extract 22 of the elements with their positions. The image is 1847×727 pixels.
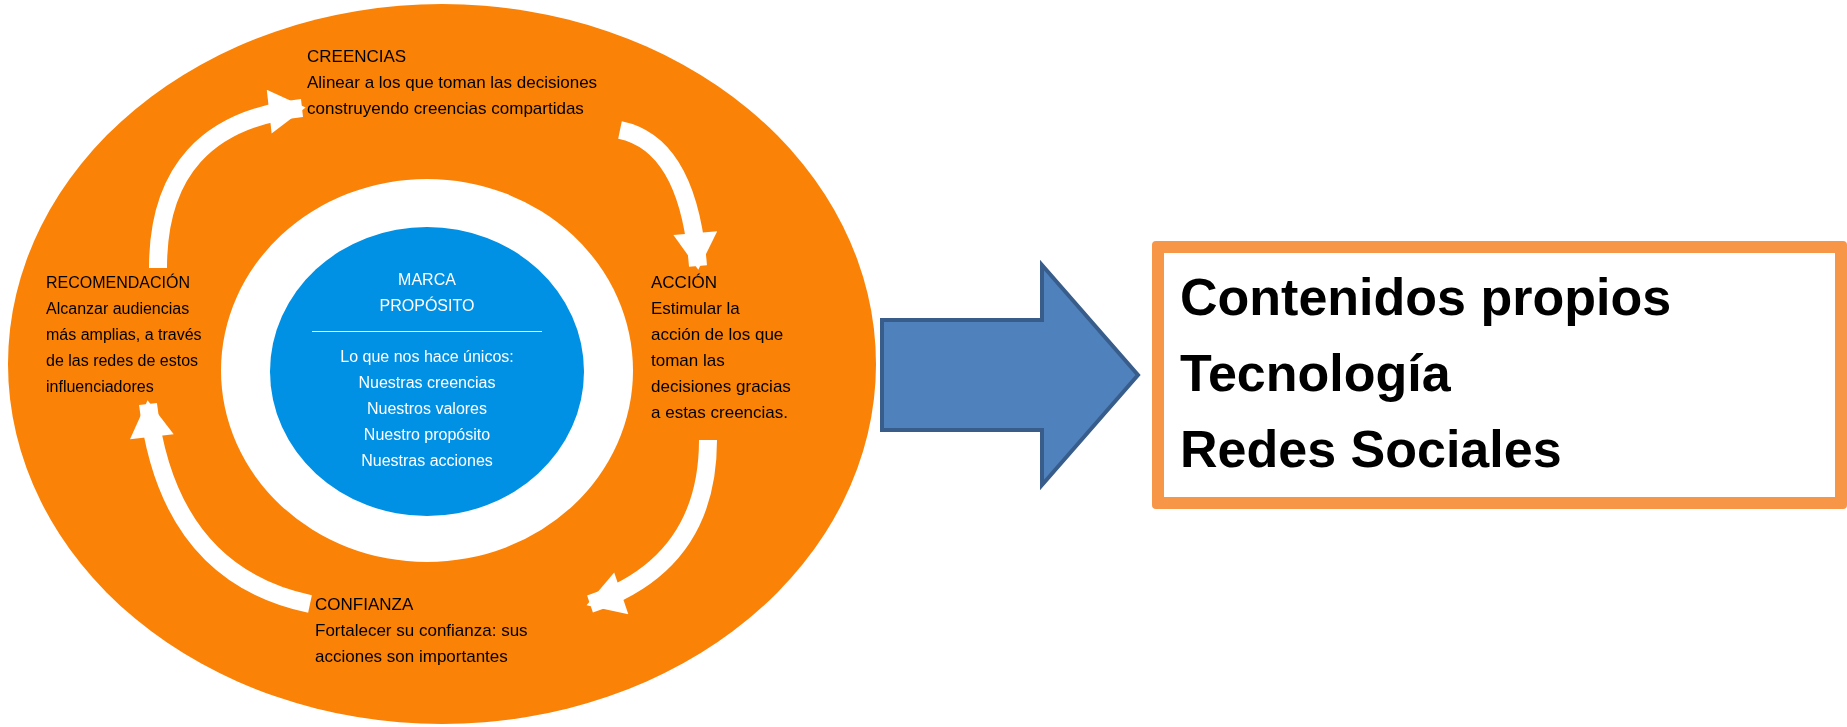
stage-title: RECOMENDACIÓN [46, 272, 191, 293]
result-box [1152, 241, 1847, 509]
circle-text: Nuestros valores [366, 399, 487, 419]
stage-description: Alcanzar audiencias más amplias, a través de las redes de estos influenciadores [46, 299, 203, 397]
stage-title: CONFIANZA [315, 594, 415, 616]
stage-title: ACCIÓN [651, 272, 719, 294]
curved-arrow [149, 91, 306, 269]
circle-text: Nuestras creencias [358, 373, 496, 393]
stage-description: Alinear a los que toman las decisiones construyendo creencias compartidas [307, 72, 599, 120]
circle-text: Nuestras acciones [361, 451, 493, 471]
stage-description: Fortalecer su confianza: sus acciones son importantes [315, 620, 529, 668]
circle-text: Nuestro propósito [363, 425, 491, 445]
circle-title: MARCA PROPÓSITO [378, 270, 476, 316]
result-text: Redes Sociales [1180, 419, 1563, 480]
block-arrow [880, 259, 1141, 491]
stage-description: Estimular la acción de los que toman las decisiones gracias a estas creencias. [651, 298, 791, 424]
circle-text: Lo que nos hace únicos: [340, 347, 514, 367]
result-text: Contenidos propios [1180, 267, 1673, 328]
curved-arrow [131, 400, 313, 613]
curved-arrow [586, 439, 717, 613]
stage-title: CREENCIAS [307, 46, 408, 68]
result-text: Tecnología [1180, 343, 1452, 404]
